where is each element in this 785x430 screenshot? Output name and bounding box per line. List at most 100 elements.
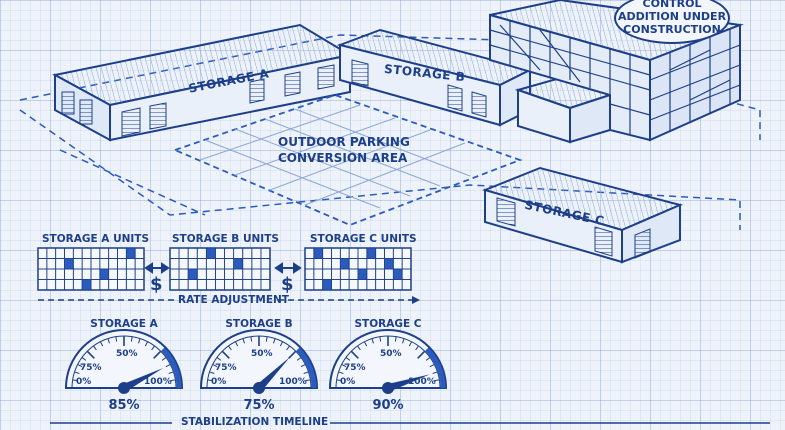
gauge-tick-label: 0% (340, 377, 355, 387)
gauge-tick (408, 341, 413, 347)
gauge-tick-label: 100% (144, 377, 172, 387)
unit-grid-cells (37, 247, 412, 291)
gauge-tick (279, 341, 284, 347)
gauge-tick (417, 350, 426, 359)
gauge-tick (151, 345, 155, 351)
unit-cell (357, 268, 368, 280)
gauge-needle (256, 356, 291, 391)
gauge-needle (122, 368, 164, 392)
gauge-tick (77, 363, 83, 368)
gauge-tick (345, 357, 351, 361)
gauge-tick-label: 75% (80, 363, 102, 373)
gauge-tick (250, 336, 253, 342)
gauge-tick-label: 50% (116, 349, 138, 359)
gauge-tick (212, 363, 218, 368)
gauge-tick-label: 0% (211, 377, 226, 387)
unit-cell (322, 279, 332, 291)
gauge-tick (379, 336, 382, 342)
gauge: 0%75%50%100% (328, 329, 448, 394)
gauge-tick (273, 338, 276, 344)
gauge-tick (93, 345, 97, 351)
gauge-tick (425, 357, 431, 361)
climate-control-callout: CLIMATE CONTROL ADDITION UNDER CONSTRUCT… (614, 0, 730, 44)
gauge-tick (86, 350, 95, 359)
unit-cell (384, 258, 394, 270)
unit-cell (187, 268, 198, 280)
gauge-tick (207, 379, 213, 382)
storage-a-units-title: STORAGE A UNITS (42, 233, 150, 245)
gauge-c-value: 90% (372, 398, 404, 413)
unit-cell (81, 279, 92, 291)
gauge-tick (286, 345, 290, 351)
gauge-tick-label: 75% (215, 363, 237, 373)
gauge-tick (72, 379, 78, 382)
gauge-tick (363, 341, 368, 347)
unit-cell (205, 247, 216, 259)
gauge-tick (402, 338, 405, 344)
gauge-tick (74, 371, 80, 374)
gauge-tick-label: 0% (76, 377, 91, 387)
gauge-tick (221, 350, 230, 359)
storage-b-units-title: STORAGE B UNITS (172, 233, 279, 245)
gauge-target-band (296, 347, 317, 389)
gauge: 0% 75% 50% 100% (199, 329, 319, 394)
gauge-tick (115, 336, 118, 342)
gauge-tick (242, 338, 245, 344)
gauge-tick (144, 341, 149, 347)
climate-control-construction (489, 0, 744, 142)
gauge-tick (371, 338, 374, 344)
gauge: 0% 75% 50% 100% (64, 329, 184, 394)
gauge-tick-label: 50% (251, 349, 273, 359)
gauge-tick (305, 379, 311, 382)
gauge-tick (138, 338, 141, 344)
gauge-tick (234, 341, 239, 347)
gauge-tick (107, 338, 110, 344)
storage-c-building (481, 166, 684, 264)
gauge-tick (161, 357, 167, 361)
rate-adjustment-label: RATE ADJUSTMENT (178, 294, 289, 306)
dollar-icon: $ (281, 274, 294, 295)
gauge-tick (153, 350, 162, 359)
gauge-tick (432, 371, 438, 374)
gauge-tick-label: 50% (380, 349, 402, 359)
gauge-tick-label: 75% (344, 363, 366, 373)
climate-callout-line1: CLIMATE CONTROL (642, 0, 702, 10)
parking-area (172, 94, 523, 226)
gauge-tick (228, 345, 232, 351)
gauge-tick (296, 357, 302, 361)
gauge-tick (170, 379, 176, 382)
unit-cell (392, 268, 403, 280)
unit-cell (125, 247, 136, 259)
gauge-tick (165, 363, 171, 368)
gauge-tick (303, 371, 309, 374)
gauge-target-band (161, 347, 182, 389)
gauge-b-title: STORAGE B (225, 318, 293, 330)
gauge-tick (434, 379, 440, 382)
dollar-icon: $ (150, 274, 163, 295)
gauge-hub (382, 382, 394, 394)
gauge-hub (253, 382, 265, 394)
unit-cell (99, 268, 110, 280)
gauge-target-band (425, 347, 446, 389)
gauge-tick (300, 363, 306, 368)
gauge-tick (168, 371, 174, 374)
parking-label-line1: OUTDOOR PARKING (278, 135, 410, 149)
annex-building (514, 76, 614, 144)
gauge-a-title: STORAGE A (90, 318, 158, 330)
gauge-b-value: 75% (243, 398, 275, 413)
gauge-tick (336, 379, 342, 382)
storage-a-building (52, 23, 353, 142)
gauge-tick (350, 350, 359, 359)
unit-cell (401, 279, 412, 291)
storage-c-units-title: STORAGE C UNITS (310, 233, 417, 245)
timeline-label: STABILIZATION TIMELINE (181, 416, 329, 428)
gauge-tick-label: 100% (279, 377, 307, 387)
gauge-tick (429, 363, 435, 368)
unit-cell (134, 279, 145, 291)
unit-cell (339, 258, 350, 270)
rate-arrows (144, 262, 302, 274)
gauge-tick (394, 336, 397, 342)
climate-callout-line3: CONSTRUCTION (623, 23, 721, 36)
